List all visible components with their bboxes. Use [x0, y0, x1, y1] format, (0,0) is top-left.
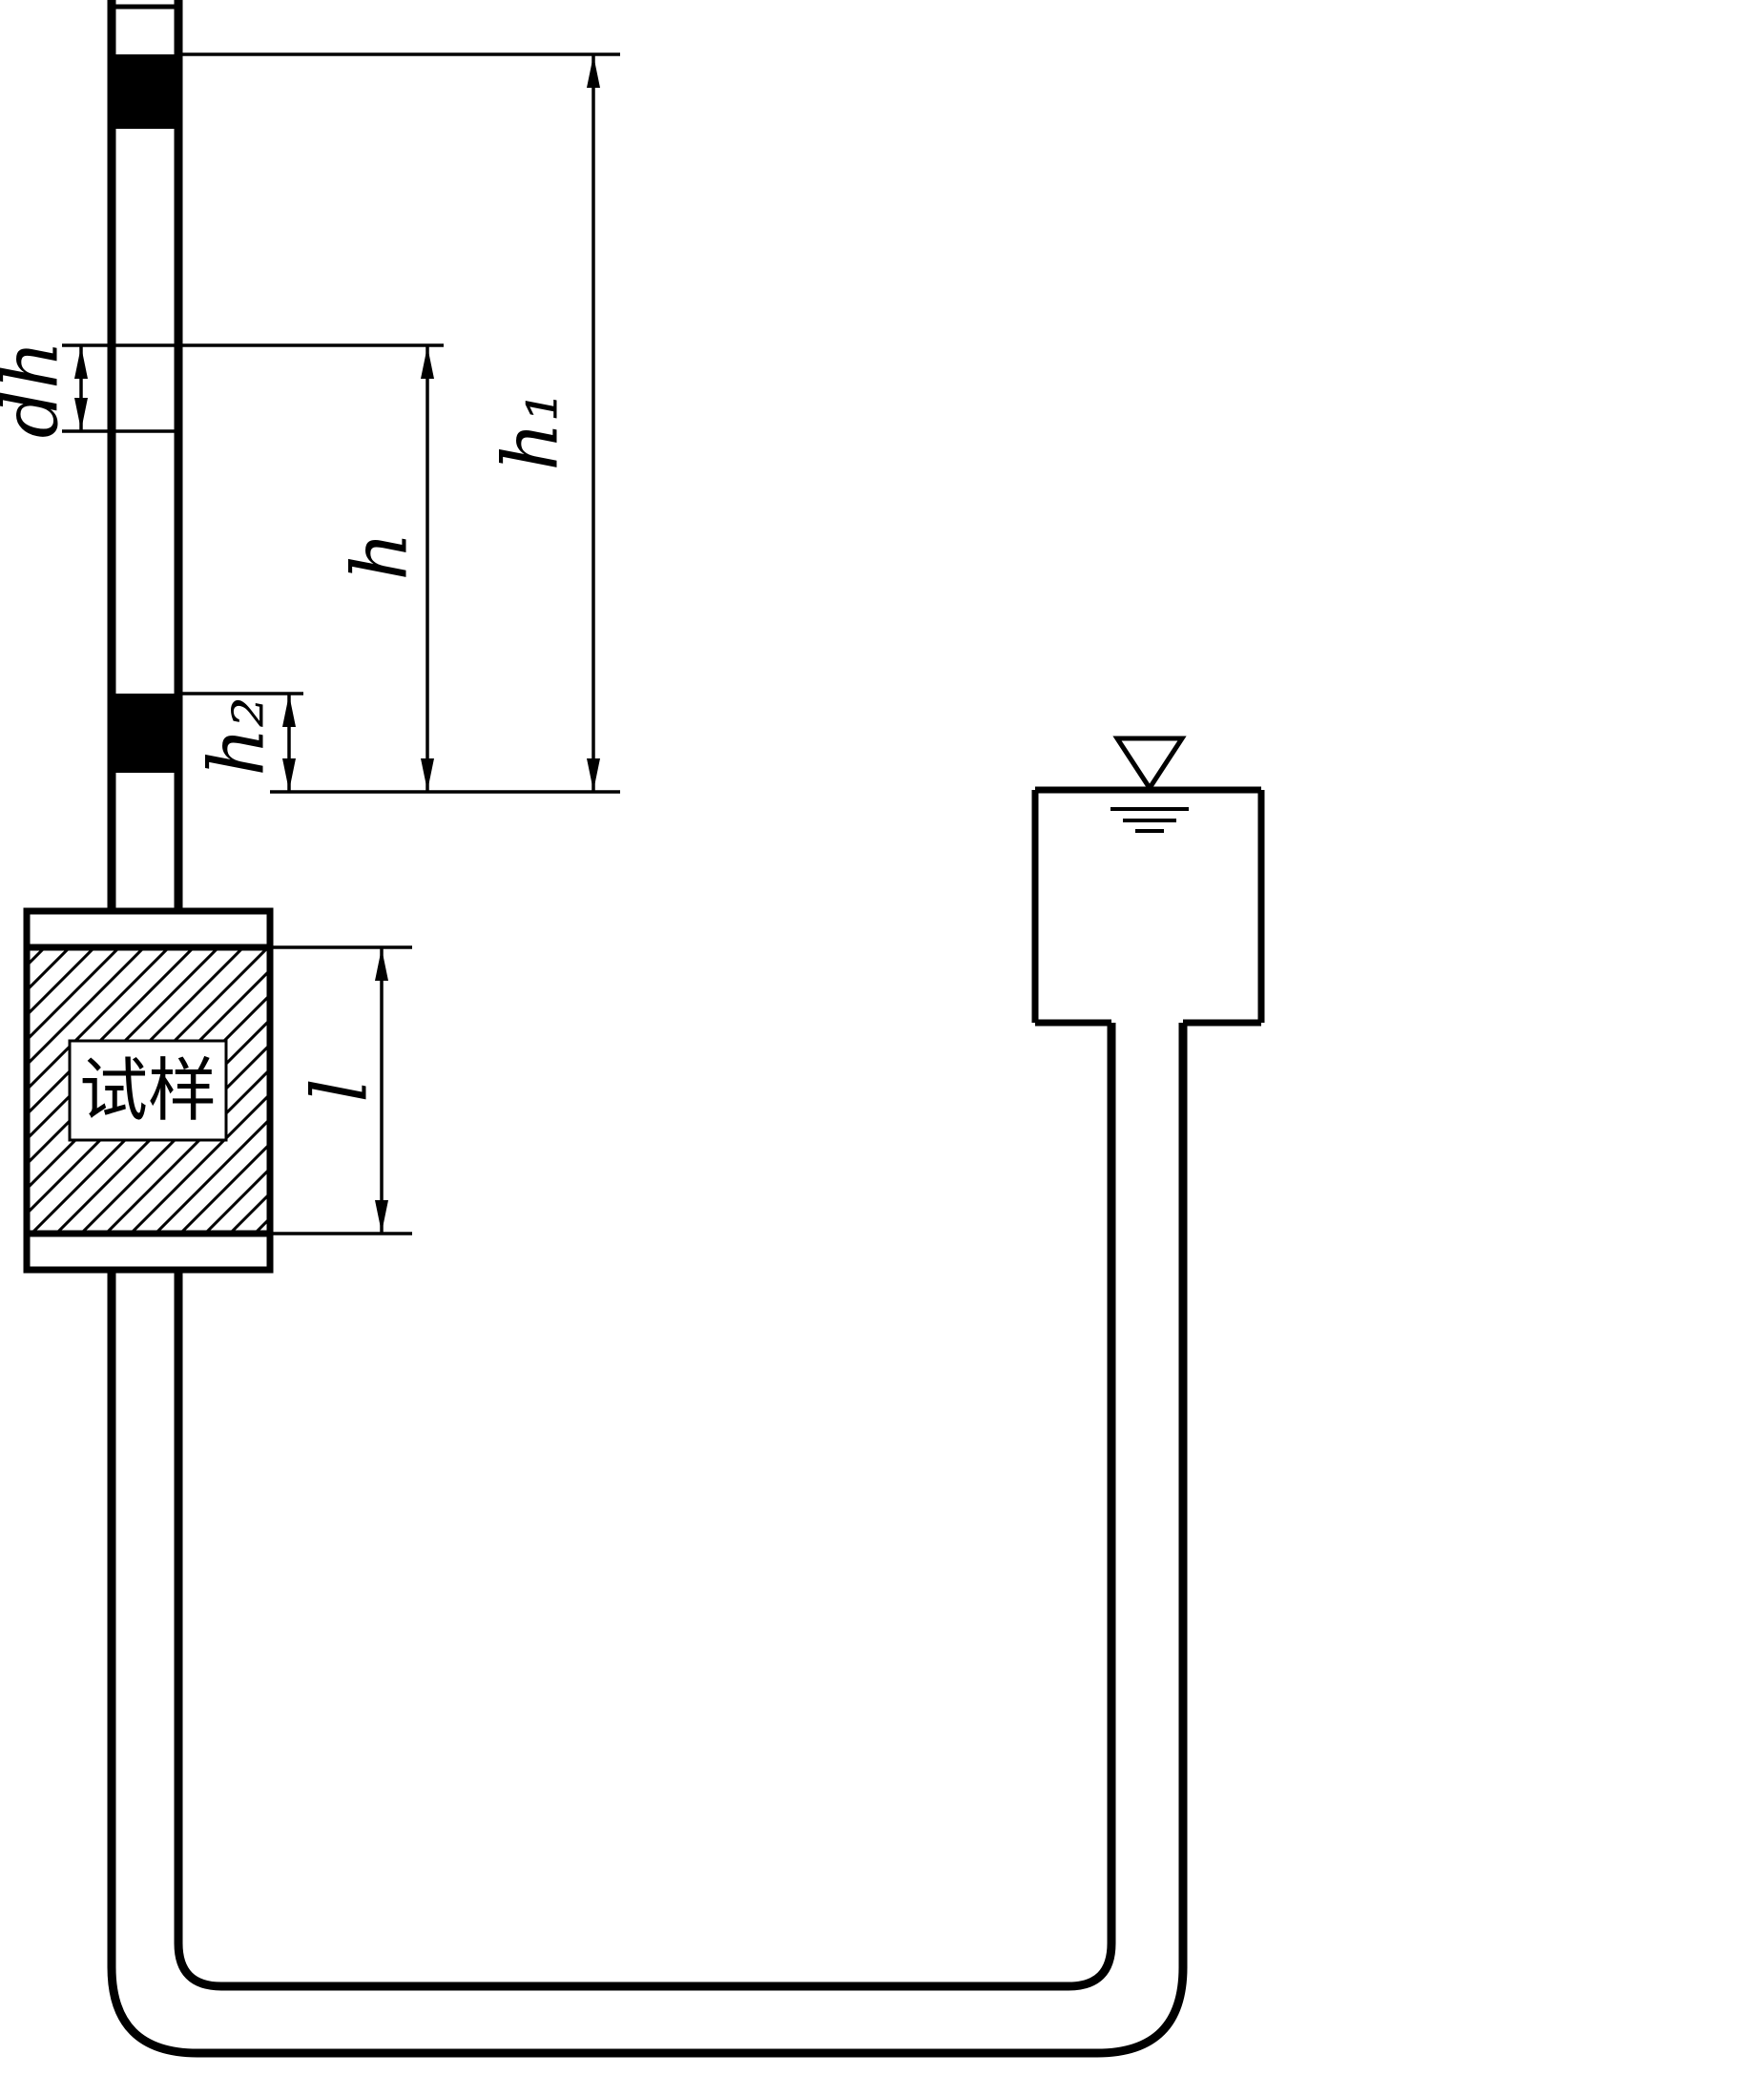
standpipe: [107, 0, 183, 913]
sample-bottom-cap: [23, 1230, 274, 1274]
h1-arrow-down: [587, 758, 600, 791]
dimension-h: [421, 345, 434, 792]
label-dh: dh: [0, 341, 75, 439]
connecting-pipe: [107, 1023, 1188, 2058]
pipe-inner-wall: [174, 1023, 1116, 1991]
h-arrow-down: [421, 758, 434, 791]
sample-label: 试样: [79, 1050, 217, 1131]
pipe-outer-wall: [107, 1023, 1188, 2058]
water-surface-triangle: [1112, 736, 1187, 793]
label-h2: h₂: [193, 696, 281, 777]
sample-container: 试样: [23, 907, 274, 1274]
sample-top-cap: [23, 907, 274, 951]
dimension-dh: [74, 345, 88, 431]
h2-arrow-down: [282, 758, 296, 791]
dimension-h1: [587, 54, 600, 792]
h1-arrow-up: [587, 55, 600, 88]
dh-arrow-down: [74, 398, 88, 430]
h-arrow-up: [421, 346, 434, 379]
l-arrow-up: [375, 948, 388, 981]
dimension-l: [375, 947, 388, 1234]
l-arrow-down: [375, 1200, 388, 1233]
h2-arrow-up: [282, 695, 296, 727]
label-h: h: [336, 531, 425, 581]
sample-label-box: [68, 1039, 228, 1142]
dh-arrow-up: [74, 346, 88, 379]
reference-lines: [62, 52, 620, 1235]
lower-black-band: [108, 694, 182, 773]
label-l: l: [296, 1078, 384, 1103]
water-surface-symbol: [1110, 736, 1189, 833]
dimension-h2: [282, 694, 296, 792]
upper-black-band: [108, 54, 182, 129]
label-h1: h₁: [487, 391, 575, 471]
